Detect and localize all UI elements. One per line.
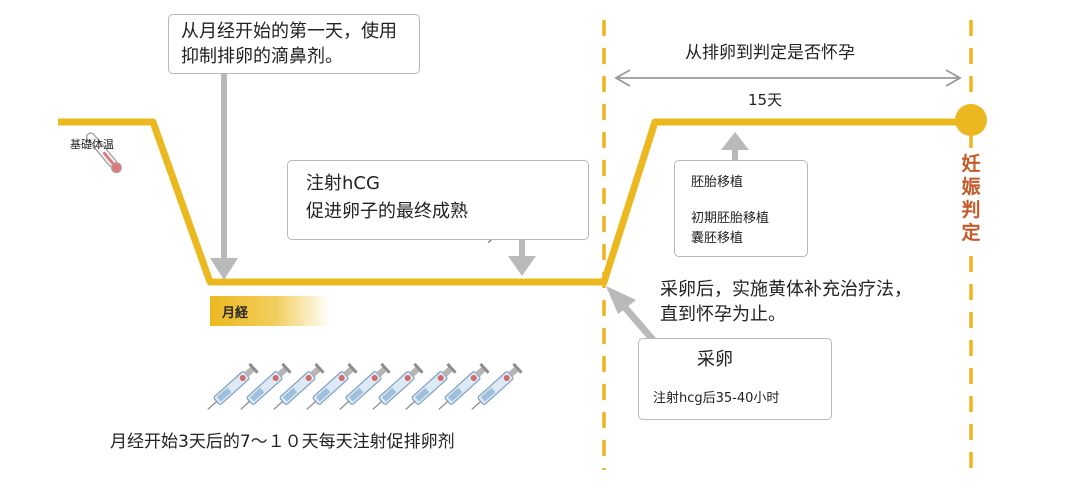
pregnancy-test-dot bbox=[955, 104, 987, 136]
menses-bar bbox=[210, 296, 330, 326]
luteal-support-line2: 直到怀孕为止。 bbox=[660, 304, 786, 325]
thermometer-icon bbox=[86, 132, 122, 174]
syringe-icon bbox=[372, 362, 424, 410]
transfer-text-1: 胚胎移植 bbox=[691, 175, 744, 190]
retrieval-title: 采卵 bbox=[697, 349, 733, 370]
egg-retrieval-note: 采卵 注射hcg后35-40小时 bbox=[638, 338, 832, 420]
bbt-curve bbox=[58, 118, 967, 286]
transfer-text-3: 囊胚移植 bbox=[691, 231, 744, 246]
hcg-note: 注射hCG 促进卵子的最终成熟 bbox=[287, 160, 589, 240]
hcg-text-line1: 注射hCG bbox=[306, 173, 380, 194]
span-days: 15天 bbox=[748, 91, 783, 109]
stimulation-text: 月经开始3天后的7～１０天每天注射促排卵剂 bbox=[110, 432, 455, 452]
syringe-icon bbox=[273, 362, 325, 410]
menses-label: 月経 bbox=[222, 306, 249, 321]
nasal-spray-text-line2: 抑制排卵的滴鼻剂。 bbox=[181, 46, 343, 67]
pregnancy-test-label: 妊娠判定 bbox=[961, 153, 981, 244]
syringe-icon bbox=[240, 362, 292, 410]
retrieval-time: 注射hcg后35-40小时 bbox=[653, 391, 780, 406]
syringe-icon bbox=[207, 362, 259, 410]
syringe-icon bbox=[405, 362, 457, 410]
syringe-icon bbox=[438, 362, 490, 410]
span-arrow bbox=[614, 69, 962, 87]
hcg-text-line2: 促进卵子的最终成熟 bbox=[306, 201, 468, 222]
embryo-transfer-note: 胚胎移植 初期胚胎移植 囊胚移植 bbox=[674, 160, 808, 257]
bbt-label: 基礎体温 bbox=[70, 138, 114, 151]
syringe-icon bbox=[471, 362, 523, 410]
transfer-text-2: 初期胚胎移植 bbox=[691, 211, 770, 226]
syringe-icon bbox=[306, 362, 358, 410]
nasal-spray-note: 从月经开始的第一天，使用 抑制排卵的滴鼻剂。 bbox=[168, 14, 420, 74]
luteal-support-line1: 采卵后，实施黄体补充治疗法， bbox=[660, 279, 912, 300]
hcg-arrow bbox=[508, 240, 536, 276]
span-title: 从排卵到判定是否怀孕 bbox=[685, 43, 855, 63]
syringe-icon bbox=[339, 362, 391, 410]
stimulation-syringes bbox=[207, 362, 523, 410]
nasal-spray-arrow bbox=[210, 72, 238, 280]
nasal-spray-text-line1: 从月经开始的第一天，使用 bbox=[181, 21, 397, 42]
